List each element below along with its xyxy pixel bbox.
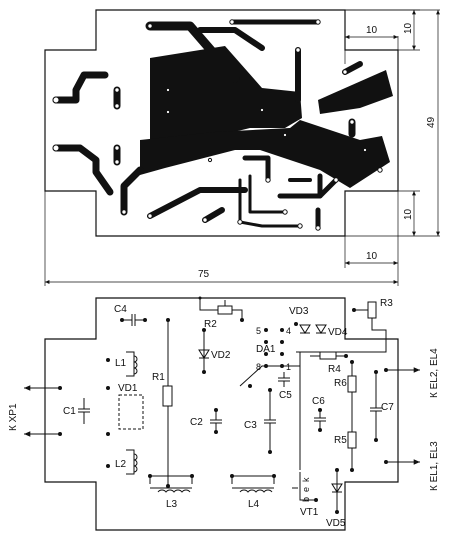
- c4-symbol: [122, 314, 145, 326]
- vd2-symbol: [198, 330, 210, 372]
- trace-13: [238, 178, 302, 228]
- label-r2: R2: [204, 319, 217, 330]
- label-da1: DA1: [256, 344, 276, 355]
- label-c3: C3: [244, 420, 257, 431]
- trace-15: [277, 177, 339, 199]
- trace-12: [242, 155, 271, 183]
- dim-tab-right-bottom: 10: [403, 208, 414, 220]
- vd5-symbol: [331, 470, 343, 512]
- trace-14: [248, 174, 287, 214]
- label-c6: C6: [312, 396, 325, 407]
- l4-symbol: [231, 475, 275, 493]
- label-vd5: VD5: [326, 518, 346, 529]
- r3-body: [367, 301, 377, 319]
- c6-symbol: [314, 410, 326, 430]
- label-r6: R6: [334, 378, 347, 389]
- trace-2: [197, 27, 265, 51]
- connector-el2-el4: К EL2, EL4: [429, 348, 440, 398]
- label-r3: R3: [380, 298, 393, 309]
- c7-symbol: [370, 372, 382, 440]
- c2-symbol: [210, 410, 222, 432]
- vt1-pin-b: b: [301, 497, 311, 502]
- l1-symbol: [126, 351, 138, 377]
- vt1-symbol: [292, 472, 316, 501]
- trace-20: [342, 61, 363, 75]
- vd1-body: [118, 394, 144, 430]
- r4-body: [319, 351, 337, 360]
- board-outline-bottom: [44, 297, 399, 531]
- trace-6: [52, 144, 114, 196]
- label-c1: C1: [63, 406, 76, 417]
- pin-1: 1: [286, 362, 291, 372]
- copper-pour-right: [318, 70, 393, 114]
- pin-5: 5: [256, 326, 261, 336]
- l3-symbol: [149, 475, 193, 493]
- l2-symbol: [126, 449, 138, 475]
- pin-8: 8: [256, 362, 261, 372]
- dimension-lines: [44, 9, 440, 286]
- r5-body: [347, 431, 357, 449]
- vd3-symbol: [299, 324, 311, 334]
- trace-9: [120, 166, 144, 216]
- label-r1: R1: [152, 372, 165, 383]
- trace-10: [147, 187, 248, 219]
- copper-pour-left: [150, 46, 302, 150]
- component-side-view: [24, 296, 420, 531]
- pin-4: 4: [286, 326, 291, 336]
- label-c4: C4: [114, 304, 127, 315]
- c1-symbol: [78, 398, 90, 424]
- label-vd1: VD1: [118, 383, 138, 394]
- label-vd2: VD2: [211, 350, 231, 361]
- label-r5: R5: [334, 435, 347, 446]
- label-l2: L2: [115, 459, 127, 470]
- dim-tab-right-top: 10: [403, 22, 414, 34]
- c3-symbol: [264, 390, 276, 452]
- dim-width: 75: [198, 269, 210, 280]
- label-c5: C5: [279, 390, 292, 401]
- r6-body: [347, 375, 357, 393]
- dim-height: 49: [426, 116, 437, 128]
- connector-xp1: К XP1: [8, 403, 19, 431]
- label-l1: L1: [115, 358, 127, 369]
- c5-symbol: [278, 372, 290, 387]
- vd4-symbol: [315, 324, 327, 334]
- trace-5: [52, 71, 109, 104]
- dim-notch-top: 10: [366, 25, 378, 36]
- label-vt1: VT1: [300, 507, 319, 518]
- dim-notch-bottom: 10: [366, 251, 378, 262]
- r1-body: [162, 385, 173, 407]
- label-l3: L3: [166, 499, 178, 510]
- label-vd3: VD3: [289, 306, 309, 317]
- connector-el1-el3: К EL1, EL3: [429, 441, 440, 491]
- label-c2: C2: [190, 417, 203, 428]
- label-l4: L4: [248, 499, 260, 510]
- r2-body: [217, 305, 233, 315]
- vt1-pin-e: e: [301, 487, 311, 492]
- label-vd4: VD4: [328, 327, 348, 338]
- copper-side-view: [44, 9, 399, 237]
- trace-11: [202, 207, 225, 223]
- trace-1: [145, 21, 240, 83]
- copper-pour-center: [140, 120, 390, 188]
- label-r4: R4: [328, 364, 341, 375]
- vt1-pin-k: k: [301, 477, 311, 482]
- label-c7: C7: [381, 402, 394, 413]
- component-labels: C4 R2 R3 VD3 VD4 VD2 DA1 R4 C5 R6 C7 C6 …: [8, 298, 440, 529]
